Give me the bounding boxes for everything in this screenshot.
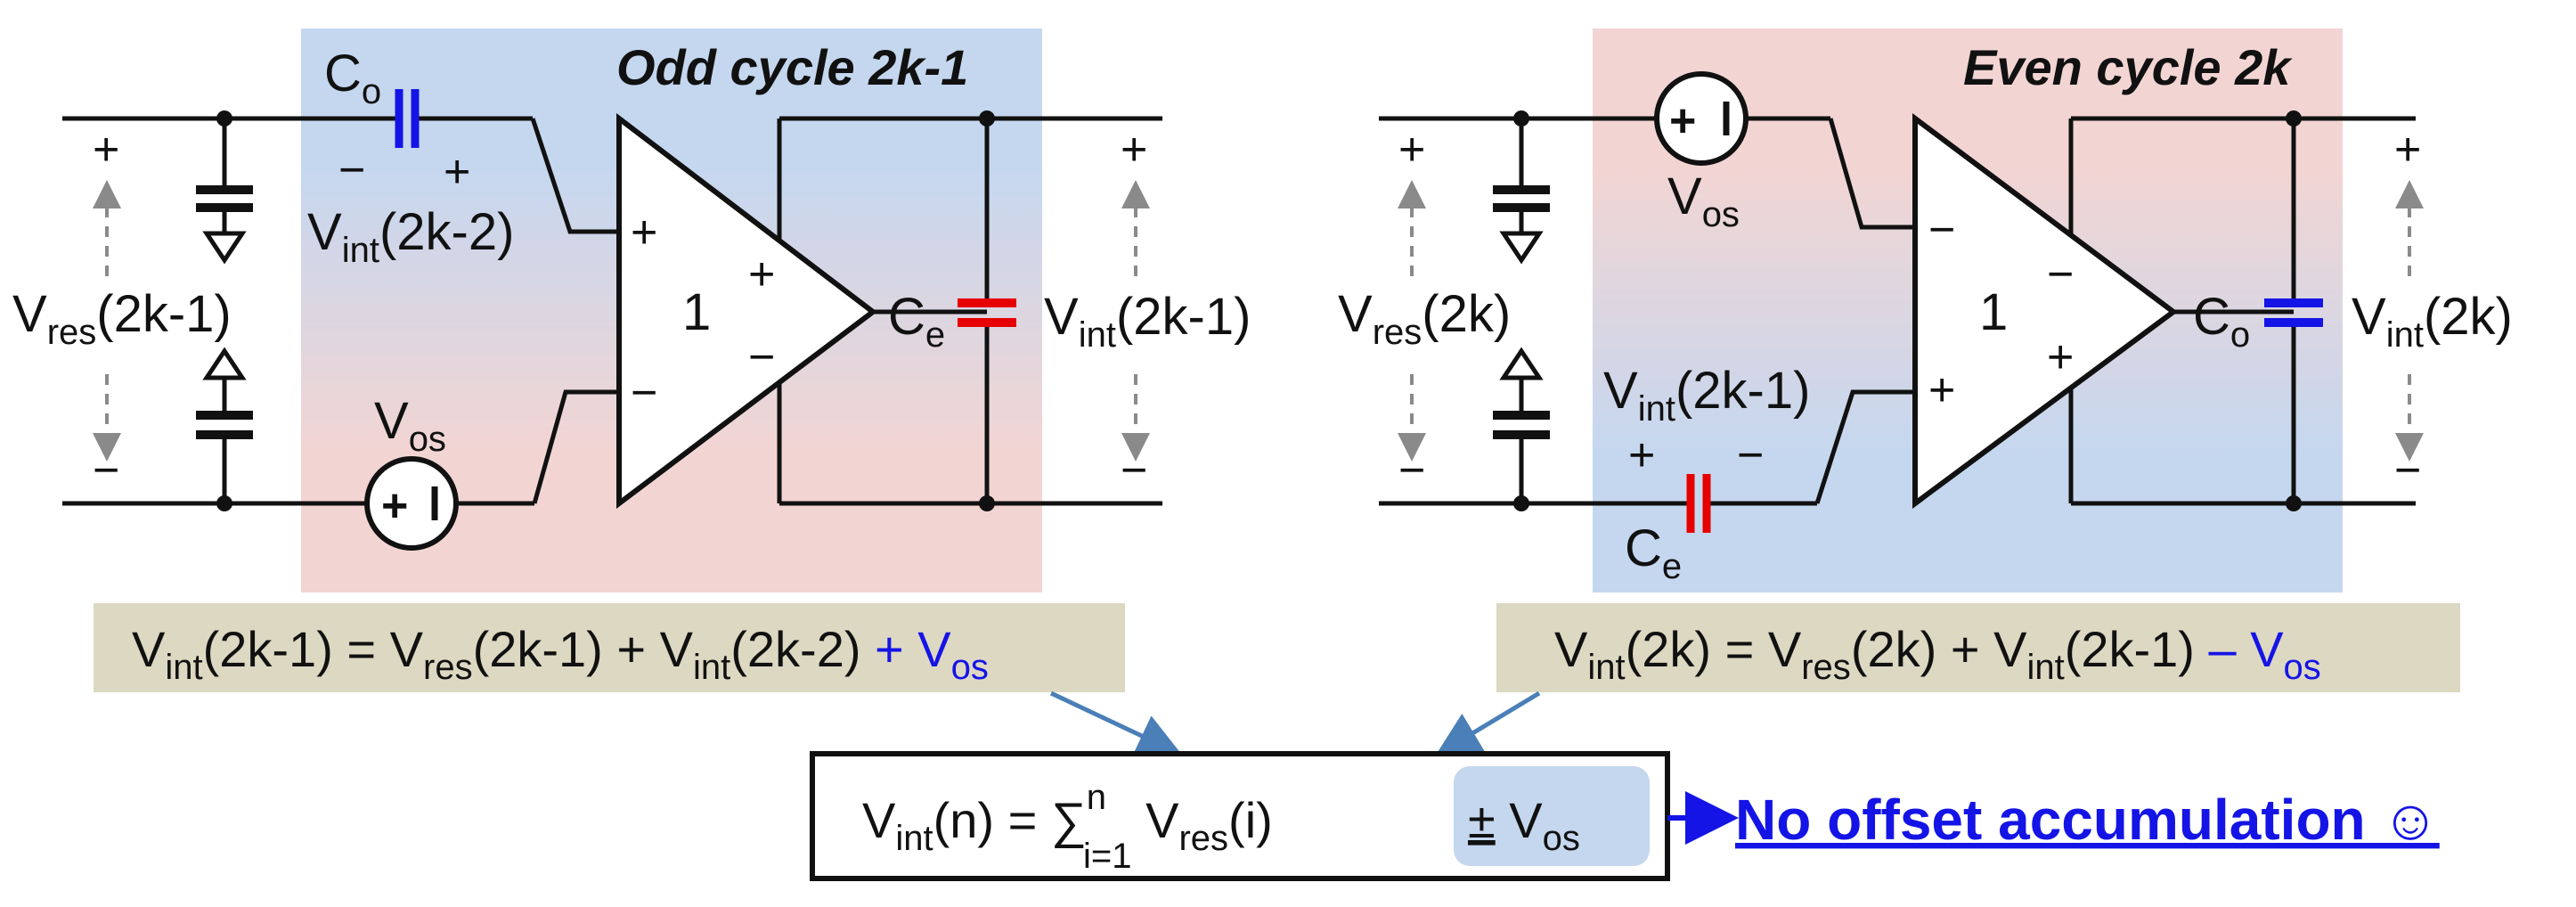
odd-vint-in-label: Vint(2k-2) <box>307 203 514 270</box>
even-cycle-circuit: Even cycle 2k <box>1338 29 2513 592</box>
even-output-capacitor-co <box>2264 298 2323 327</box>
conclusion-text: No offset accumulation ☺ <box>1735 788 2440 852</box>
odd-wires <box>62 116 1162 506</box>
odd-right-plus: + <box>1121 124 1147 176</box>
odd-equation-box <box>94 603 1125 692</box>
even-out-minus: − <box>2047 249 2074 300</box>
odd-vout-label: Vint(2k-1) <box>1044 288 1251 355</box>
even-input-capacitor-ce <box>1686 474 1711 533</box>
even-gain: 1 <box>1979 283 2008 341</box>
even-in-plus: + <box>1928 364 1955 416</box>
odd-cycle-circuit: Odd cycle 2k-1 <box>12 29 1251 592</box>
odd-vos-label: Vos <box>374 392 446 459</box>
even-co-label: Co <box>2193 288 2250 355</box>
odd-out-minus: − <box>748 331 775 383</box>
odd-buffer-amplifier <box>616 112 877 510</box>
odd-equation: Vint(2k-1) = Vres(2k-1) + Vint(2k-2) + V… <box>132 621 989 687</box>
even-ce-minus: − <box>1737 429 1764 481</box>
summary-offset-term: ± Vos <box>1468 792 1580 858</box>
odd-ground-bottom-capacitor <box>196 347 253 439</box>
odd-out-plus: + <box>748 249 775 300</box>
even-to-summary-arrow <box>1435 690 1541 756</box>
even-vout-label: Vint(2k) <box>2352 288 2513 355</box>
even-ground-bottom-capacitor <box>1493 347 1550 439</box>
even-offset-source: + <box>1654 71 1749 166</box>
even-wires <box>1379 116 2416 506</box>
even-ce-label: Ce <box>1625 519 1682 586</box>
odd-dots <box>216 110 995 511</box>
odd-input-capacitor-co <box>395 89 420 148</box>
even-equation-box <box>1496 603 2460 692</box>
summary-offset-highlight <box>1454 766 1650 866</box>
odd-right-minus: − <box>1121 445 1147 496</box>
odd-ground-top-capacitor <box>196 185 253 265</box>
even-vos-label: Vos <box>1667 168 1740 234</box>
odd-co-minus: − <box>338 144 365 196</box>
odd-left-minus: − <box>93 445 119 496</box>
odd-vres-label: Vres(2k-1) <box>12 285 232 352</box>
even-out-plus: + <box>2047 331 2074 383</box>
odd-output-capacitor-ce <box>958 298 1016 327</box>
odd-co-label: Co <box>324 45 381 111</box>
even-vres-label: Vres(2k) <box>1338 285 1511 352</box>
even-right-plus: + <box>2394 124 2421 176</box>
even-right-minus: − <box>2394 445 2421 496</box>
odd-to-summary-arrow <box>1049 690 1183 756</box>
even-dots <box>1513 110 2302 511</box>
even-ground-top-capacitor <box>1493 185 1550 265</box>
odd-offset-source: + <box>364 456 459 551</box>
svg-text:+: + <box>381 480 408 532</box>
odd-in-plus: + <box>631 207 657 258</box>
odd-left-plus: + <box>93 124 119 176</box>
even-equation: Vint(2k) = Vres(2k) + Vint(2k-1) – Vos <box>1554 621 2321 687</box>
even-title: Even cycle 2k <box>1963 39 2293 95</box>
even-in-minus: − <box>1928 204 1955 256</box>
odd-ce-label: Ce <box>888 288 945 355</box>
odd-co-plus: + <box>444 146 470 198</box>
svg-text:+: + <box>1669 95 1696 147</box>
odd-title: Odd cycle 2k-1 <box>616 39 968 95</box>
even-vint-in-label: Vint(2k-1) <box>1603 362 1810 429</box>
even-ce-plus: + <box>1628 429 1655 481</box>
even-left-plus: + <box>1398 124 1425 176</box>
even-left-minus: − <box>1398 445 1425 496</box>
odd-gain: 1 <box>682 283 711 341</box>
odd-in-minus: − <box>631 367 657 419</box>
even-buffer-amplifier <box>1912 113 2179 509</box>
